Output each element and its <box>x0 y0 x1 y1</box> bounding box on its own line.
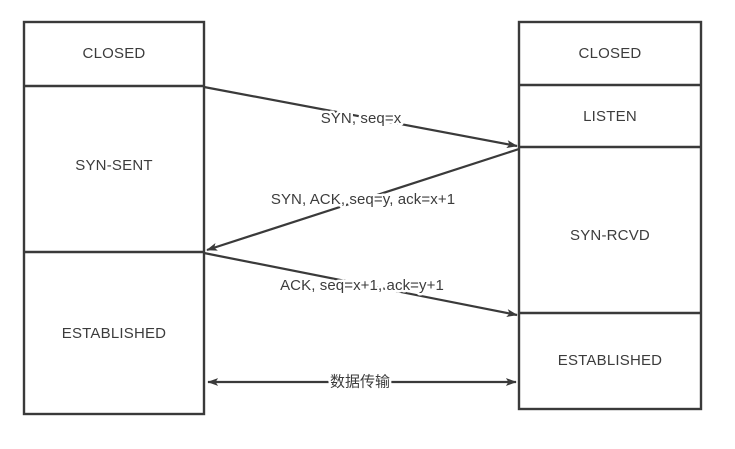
message-label-data-transfer: 数据传输 <box>330 373 390 391</box>
server-timeline-box <box>517 20 703 411</box>
server-state-syn-rcvd: SYN-RCVD <box>570 227 650 244</box>
message-label-ack: ACK, seq=x+1, ack=y+1 <box>280 277 444 294</box>
arrow-ack <box>203 251 518 317</box>
server-state-column: CLOSED LISTEN SYN-RCVD ESTABLISHED <box>517 20 703 411</box>
client-state-column: CLOSED SYN-SENT ESTABLISHED <box>22 20 206 416</box>
client-state-syn-sent: SYN-SENT <box>75 157 152 174</box>
arrow-syn <box>203 85 518 149</box>
server-state-closed: CLOSED <box>579 45 642 62</box>
client-state-established: ESTABLISHED <box>62 325 166 342</box>
arrow-syn-ack <box>206 147 520 252</box>
client-timeline-box <box>22 20 206 416</box>
client-state-closed: CLOSED <box>83 45 146 62</box>
server-state-listen: LISTEN <box>583 108 637 125</box>
message-label-syn-ack: SYN, ACK, seq=y, ack=x+1 <box>271 191 455 208</box>
message-labels: SYN, seq=x SYN, ACK, seq=y, ack=x+1 ACK,… <box>268 107 457 393</box>
server-state-established: ESTABLISHED <box>558 352 662 369</box>
message-label-syn: SYN, seq=x <box>321 110 402 127</box>
message-arrows <box>203 85 520 386</box>
